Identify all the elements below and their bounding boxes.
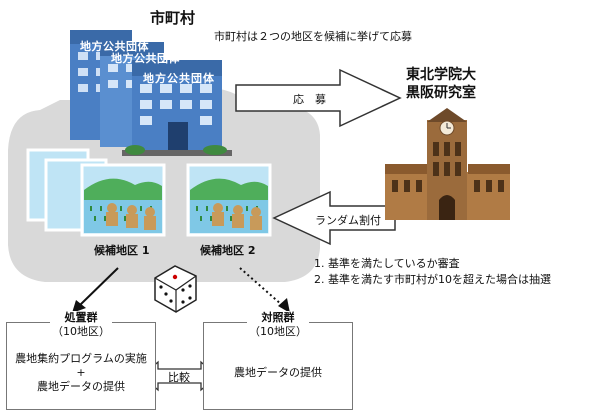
treatment-arrow (72, 267, 119, 313)
control-title-block: 対照群 （10地区） (247, 311, 309, 339)
compare-label: 比較 (168, 371, 190, 384)
university-tower-icon (385, 108, 510, 220)
building-sign-middle: 地方公共団体 (111, 52, 180, 65)
criteria-item: 基準を満たしているか審査 (328, 256, 551, 272)
university-name: 東北学院大 (406, 67, 476, 83)
treatment-count: （10地区） (52, 325, 110, 338)
municipality-label: 市町村 (150, 9, 196, 27)
control-title: 対照群 (261, 311, 295, 324)
municipal-building-icon (70, 30, 232, 156)
building-sign-back: 地方公共団体 (80, 40, 149, 53)
criteria-item: 基準を満たす市町村が10を超えた場合は抽選 (328, 272, 551, 288)
random-assign-arrow (272, 190, 396, 246)
field-icon-1 (80, 163, 166, 237)
treatment-line2: 農地データの提供 (37, 380, 125, 393)
control-count: （10地区） (249, 325, 307, 338)
control-arrow (239, 267, 290, 313)
building-sign-front: 地方公共団体 (143, 72, 215, 85)
field-icon-2 (186, 163, 272, 237)
candidate-label-2: 候補地区 2 (200, 244, 256, 257)
treatment-title-block: 処置群 （10地区） (50, 311, 112, 339)
random-assign-label: ランダム割付 (315, 214, 381, 227)
candidate-label-1: 候補地区 1 (94, 244, 150, 257)
lab-name: 黒阪研究室 (406, 85, 476, 101)
criteria-list: 基準を満たしているか審査 基準を満たす市町村が10を超えた場合は抽選 (310, 256, 551, 288)
dice-icon (154, 265, 197, 313)
treatment-plus: + (76, 366, 86, 379)
top-note: 市町村は２つの地区を候補に挙げて応募 (214, 30, 412, 43)
treatment-title: 処置群 (64, 311, 98, 324)
apply-label: 応 募 (293, 93, 326, 106)
apply-arrow (235, 68, 402, 128)
control-line1: 農地データの提供 (234, 366, 322, 379)
treatment-line1: 農地集約プログラムの実施 (15, 352, 147, 365)
